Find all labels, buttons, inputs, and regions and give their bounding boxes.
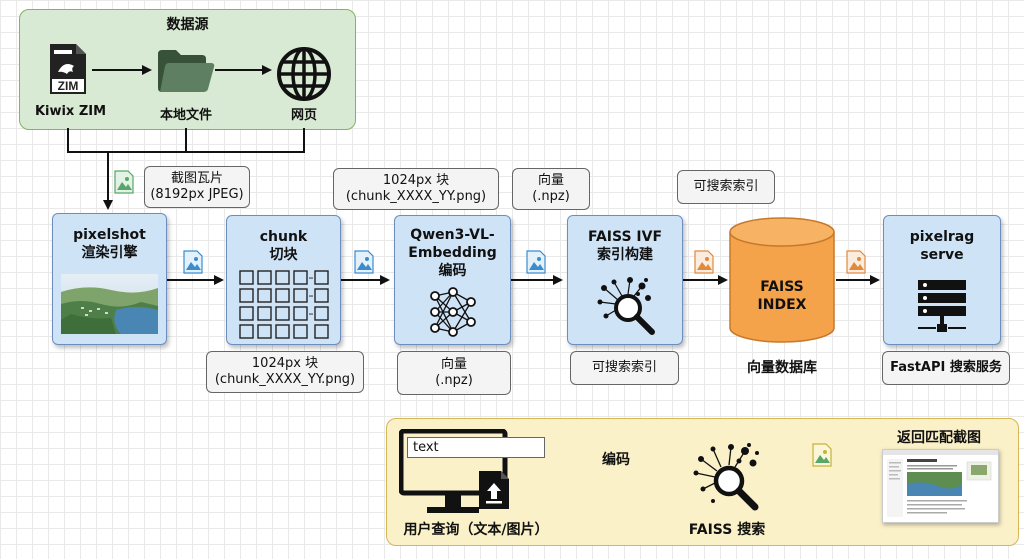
stage-chunk: chunk 切块 bbox=[226, 215, 341, 345]
stage-pixelrag-serve: pixelrag serve bbox=[883, 215, 1001, 345]
stage-qwen-embedding: Qwen3-VL- Embedding 编码 bbox=[394, 215, 511, 345]
neural-network-icon bbox=[427, 286, 479, 342]
note-tile-line1: 截图瓦片 bbox=[170, 171, 223, 186]
user-query-label: 用户查询（文本/图片） bbox=[403, 522, 549, 538]
note-chunk-top-line1: 1024px 块 bbox=[382, 173, 450, 188]
data-search-icon bbox=[594, 274, 658, 342]
db-title-line2: INDEX bbox=[757, 297, 807, 313]
zim-icon-text: ZIM bbox=[58, 79, 79, 93]
zim-file-icon: ZIM bbox=[48, 42, 88, 100]
note-index-top-text: 可搜索索引 bbox=[693, 179, 759, 194]
zim-label: Kiwix ZIM bbox=[34, 104, 107, 119]
note-index-bottom: 可搜索索引 bbox=[570, 351, 679, 385]
image-file-icon bbox=[812, 443, 832, 471]
note-chunk-top: 1024px 块 (chunk_XXXX_YY.png) bbox=[333, 168, 499, 210]
note-chunk-bottom-line2: (chunk_XXXX_YY.png) bbox=[214, 372, 356, 387]
note-chunk-top-line2: (chunk_XXXX_YY.png) bbox=[345, 189, 487, 204]
note-vectors-top-line1: 向量 bbox=[537, 173, 564, 188]
note-vectors-bottom: 向量 (.npz) bbox=[397, 351, 511, 395]
upload-file-icon bbox=[477, 469, 511, 515]
data-source-panel: 数据源 ZIM Kiwix ZIM 本地文件 网页 bbox=[19, 9, 356, 130]
image-file-icon bbox=[183, 250, 203, 278]
result-label: 返回匹配截图 bbox=[897, 430, 981, 446]
folder-icon bbox=[156, 48, 216, 98]
stage-qwen-subtitle: 编码 bbox=[438, 263, 467, 279]
note-vectors-bottom-line1: 向量 bbox=[440, 357, 467, 372]
note-chunk-bottom-line1: 1024px 块 bbox=[251, 356, 319, 371]
stage-serve-subtitle: serve bbox=[920, 247, 964, 263]
globe-icon bbox=[276, 46, 332, 106]
local-files-label: 本地文件 bbox=[159, 108, 212, 123]
stage-faiss-title: FAISS IVF bbox=[587, 229, 663, 245]
result-screenshot-thumbnail bbox=[882, 449, 999, 523]
stage-chunk-title: chunk bbox=[259, 229, 308, 245]
faiss-index-database: FAISS INDEX bbox=[728, 216, 836, 350]
image-file-icon bbox=[846, 250, 866, 278]
image-file-icon bbox=[354, 250, 374, 278]
faiss-search-icon bbox=[691, 441, 763, 517]
note-serve-bottom: FastAPI 搜索服务 bbox=[882, 351, 1010, 385]
data-source-title: 数据源 bbox=[166, 17, 209, 33]
note-vectors-bottom-line2: (.npz) bbox=[435, 373, 473, 388]
monitor-icon bbox=[398, 428, 509, 523]
encode-label: 编码 bbox=[602, 452, 630, 468]
note-index-top: 可搜索索引 bbox=[677, 170, 775, 204]
note-vectors-top: 向量 (.npz) bbox=[512, 168, 590, 210]
vector-database-label: 向量数据库 bbox=[747, 360, 817, 376]
aerial-photo-thumbnail bbox=[61, 274, 158, 338]
note-tile-line2: (8192px JPEG) bbox=[150, 187, 244, 202]
stage-faiss-subtitle: 索引构建 bbox=[597, 247, 653, 263]
note-chunk-bottom: 1024px 块 (chunk_XXXX_YY.png) bbox=[206, 351, 364, 393]
query-text-input-value: text bbox=[413, 440, 439, 455]
chunk-grid-icon bbox=[239, 270, 331, 344]
note-serve-bottom-text: FastAPI 搜索服务 bbox=[890, 360, 1002, 375]
web-label: 网页 bbox=[290, 108, 317, 123]
stage-qwen-title-line1: Qwen3-VL- bbox=[410, 227, 495, 243]
stage-faiss-ivf: FAISS IVF 索引构建 bbox=[567, 215, 683, 345]
stage-pixelshot-subtitle: 渲染引擎 bbox=[81, 245, 138, 261]
stage-pixelshot-title: pixelshot bbox=[73, 227, 146, 243]
stage-chunk-subtitle: 切块 bbox=[269, 247, 298, 263]
faiss-search-label: FAISS 搜索 bbox=[688, 522, 766, 538]
stage-pixelshot: pixelshot 渲染引擎 bbox=[52, 213, 167, 345]
query-text-input[interactable]: text bbox=[407, 437, 545, 458]
stage-qwen-title-line2: Embedding bbox=[408, 245, 497, 261]
note-vectors-top-line2: (.npz) bbox=[532, 189, 570, 204]
note-index-bottom-text: 可搜索索引 bbox=[591, 360, 657, 375]
image-file-icon bbox=[114, 170, 134, 198]
server-rack-icon bbox=[916, 278, 968, 338]
query-flow-panel: text 用户查询（文本/图片） 编码 FAISS 搜索 返回匹配截图 bbox=[386, 418, 1019, 546]
note-tile: 截图瓦片 (8192px JPEG) bbox=[144, 166, 250, 208]
image-file-icon bbox=[694, 250, 714, 278]
image-file-icon bbox=[526, 250, 546, 278]
db-title-line1: FAISS bbox=[760, 279, 804, 295]
stage-serve-title: pixelrag bbox=[909, 229, 975, 245]
